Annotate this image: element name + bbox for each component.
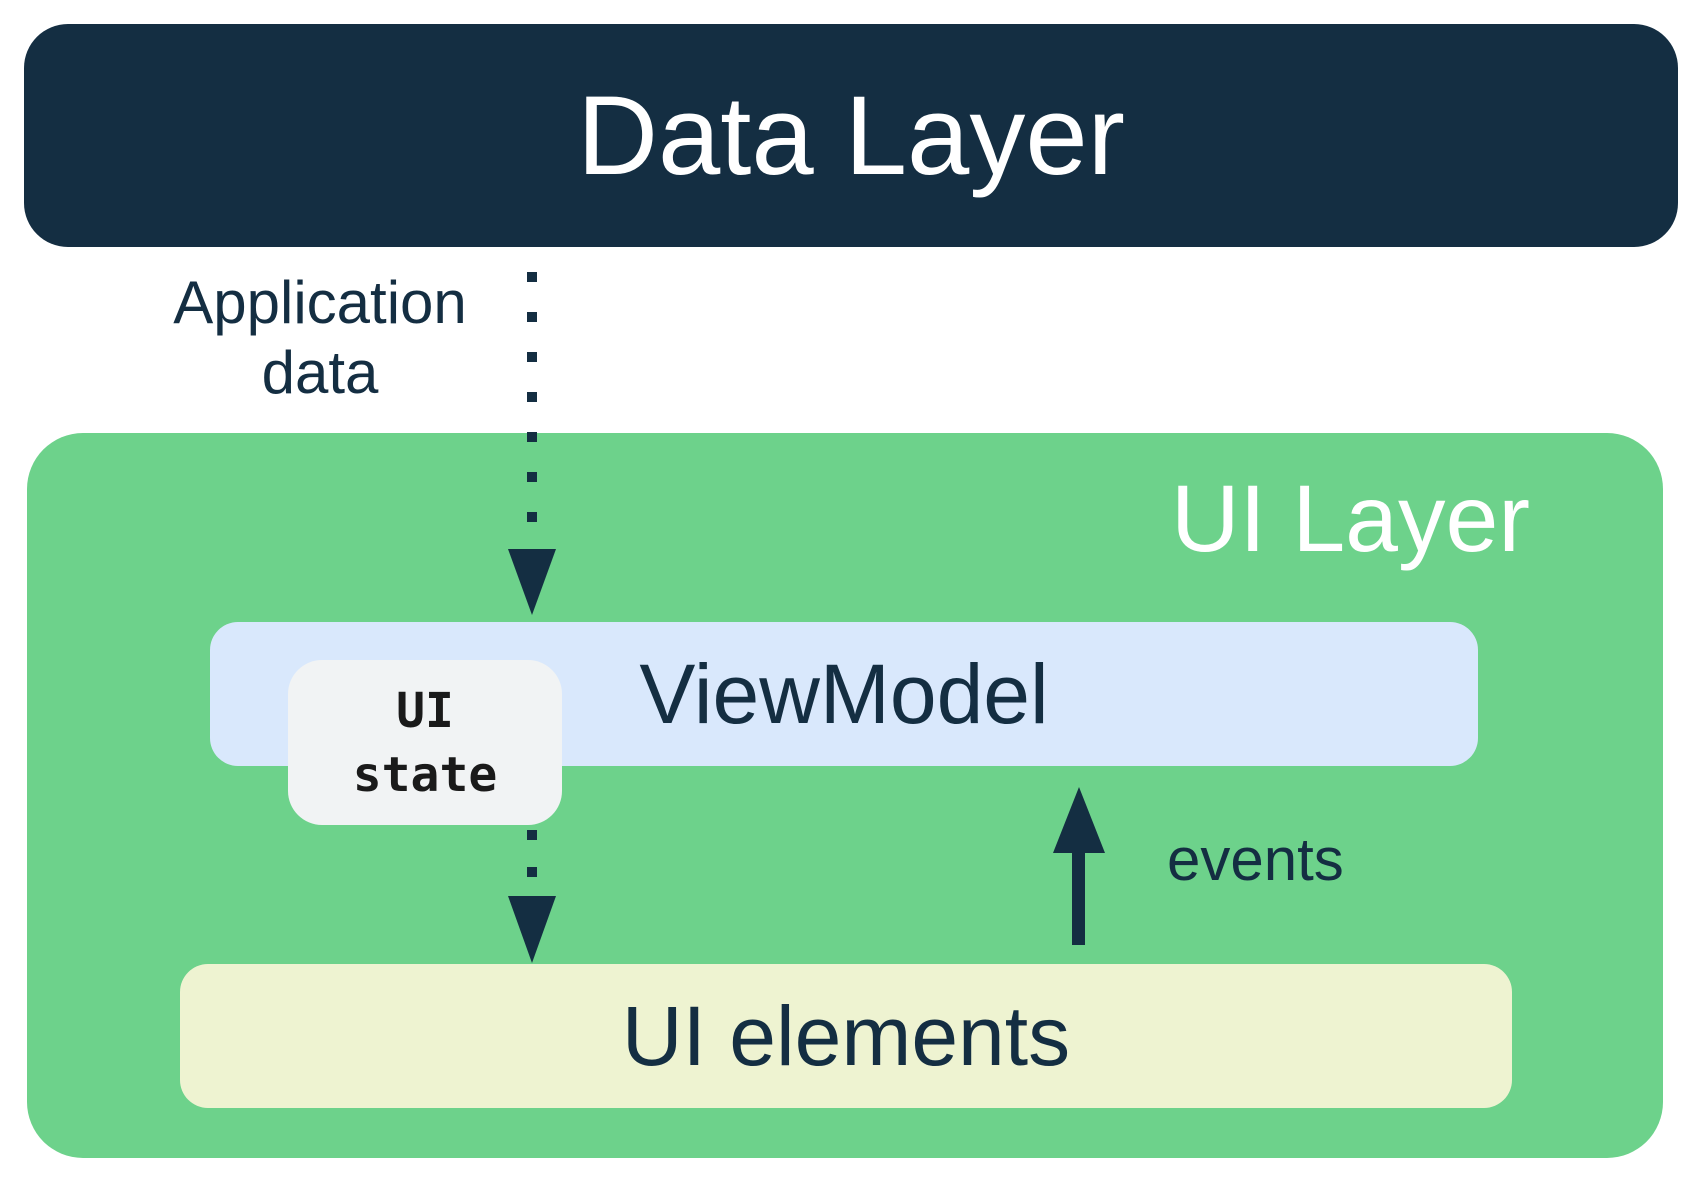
ui-state-arrow-dashes-icon	[527, 830, 537, 890]
viewmodel-label: ViewModel	[639, 647, 1049, 741]
ui-state-label-line2: state	[352, 746, 498, 803]
ui-layer-label: UI Layer	[1170, 466, 1530, 572]
application-data-arrow-dashes-icon	[527, 272, 537, 545]
data-layer-label: Data Layer	[577, 72, 1125, 198]
events-arrow-icon	[1053, 787, 1105, 853]
application-data-arrow-head-icon	[508, 549, 556, 615]
ui-elements-label: UI elements	[621, 989, 1071, 1083]
application-data-label: Application data	[150, 268, 490, 408]
events-arrow-shaft-icon	[1072, 851, 1085, 945]
application-data-label-line2: data	[261, 339, 379, 406]
ui-state-label-line1: UI	[396, 682, 454, 739]
ui-state-chip: UI state	[288, 660, 562, 825]
application-data-label-line1: Application	[173, 269, 467, 336]
events-label: events	[1167, 826, 1344, 893]
data-layer-box: Data Layer	[24, 24, 1678, 247]
ui-layer-box: UI Layer ViewModel UI state events UI el…	[27, 433, 1663, 1158]
ui-state-arrow-head-icon	[508, 896, 556, 963]
ui-elements-box: UI elements	[180, 964, 1512, 1108]
